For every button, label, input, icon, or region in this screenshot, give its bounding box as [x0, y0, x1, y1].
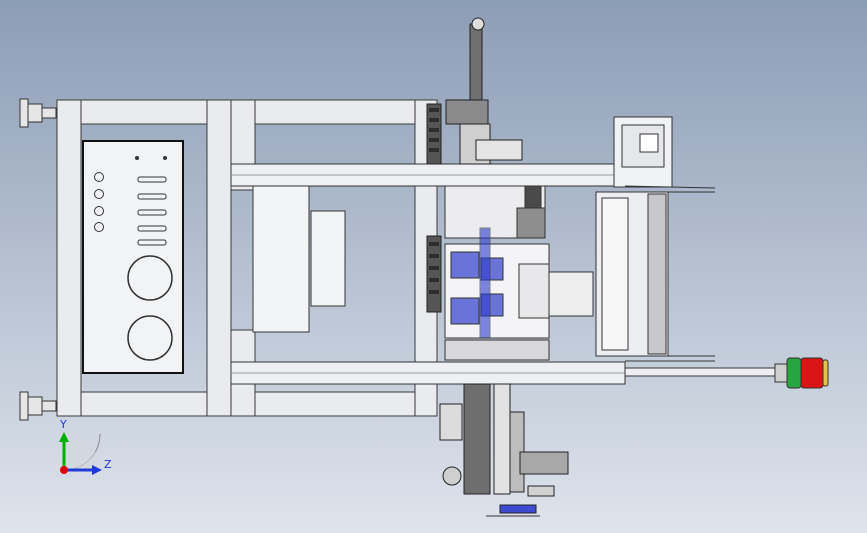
x-axis-origin [60, 466, 68, 474]
signal-tower-mount [624, 367, 786, 377]
outfeed-guides [624, 185, 716, 362]
gripper-module [444, 185, 594, 361]
leveling-foot-bottom [19, 391, 57, 421]
horizontal-rail-bottom [230, 361, 626, 385]
connector-slots [137, 176, 167, 246]
indicator-lamp [94, 172, 104, 182]
y-axis-label: Y [59, 418, 67, 431]
center-housing [252, 185, 346, 333]
cable-gland-large [127, 255, 173, 301]
arm-base-block [445, 99, 523, 165]
indicator-lamp [94, 206, 104, 216]
signal-tower [774, 357, 829, 389]
control-box [613, 116, 673, 188]
drag-chain-links [429, 108, 439, 294]
leveling-foot-top [19, 98, 57, 128]
indicator-lamp [94, 222, 104, 232]
z-axis-label: Z [104, 458, 112, 471]
horizontal-rail-top [230, 163, 626, 187]
conveyor-unit [595, 191, 669, 357]
indicator-lamp [94, 189, 104, 199]
lower-drive-assembly [439, 383, 569, 517]
coordinate-triad: Y Z [59, 418, 112, 475]
cable-gland-large [127, 315, 173, 361]
electrical-panel [82, 140, 184, 374]
